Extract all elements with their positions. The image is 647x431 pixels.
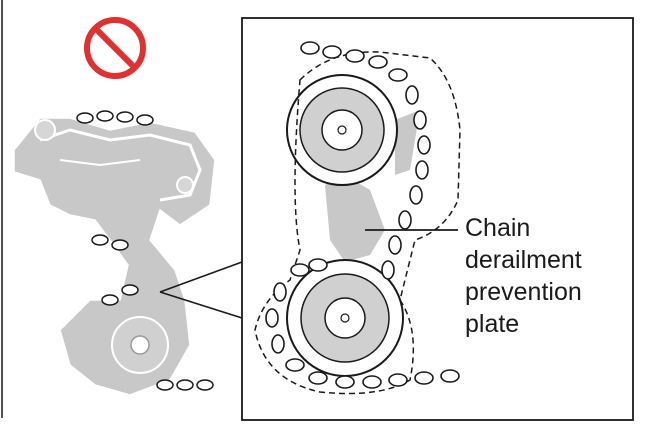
callout-line-1: Chain [465, 214, 531, 242]
callout-line-2: derailment [465, 246, 582, 274]
callout-line-4: plate [465, 310, 520, 338]
callout-line-3: prevention [465, 278, 582, 306]
chain-derailment-prevention-plate-label: Chain derailment prevention plate [465, 212, 635, 340]
upper-pulley [286, 74, 398, 186]
rear-derailleur-illustration [13, 110, 216, 396]
no-symbol-icon [84, 17, 146, 79]
zoom-leader [159, 261, 243, 319]
pulley-detail [254, 41, 461, 395]
